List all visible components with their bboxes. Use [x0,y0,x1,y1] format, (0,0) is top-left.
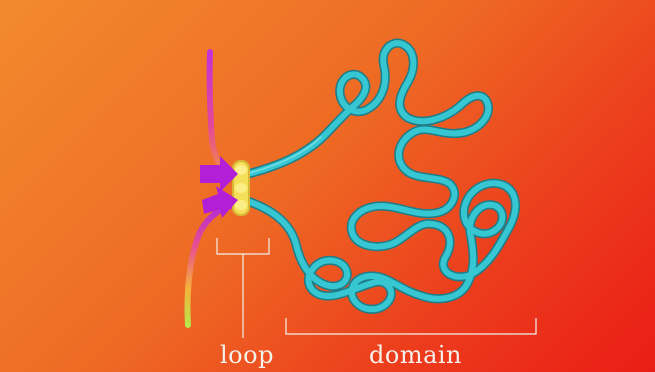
lower-dna-strand [184,202,237,328]
loop-bracket [216,238,270,338]
arrow-lower-icon [202,186,238,218]
domain-strand [239,43,515,309]
domain-label: domain [369,341,463,369]
arrow-upper-icon [200,156,238,192]
domain-bracket [285,318,537,335]
cohesin-ring-icon [232,160,250,216]
loop-label: loop [220,341,274,369]
upper-dna-strand [206,49,237,177]
